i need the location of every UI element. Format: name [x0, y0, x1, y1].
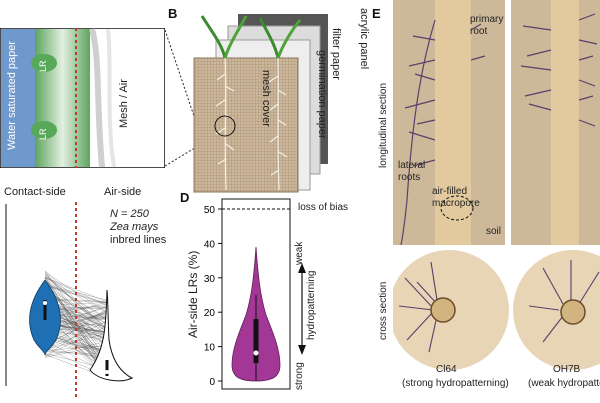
zoom-circle — [214, 115, 236, 137]
line1-name: Cl64 — [436, 364, 457, 375]
panel-e-images — [393, 0, 600, 370]
pair-line — [44, 280, 108, 336]
panel-d-violin-chart: 0 10 20 30 40 50 — [204, 198, 306, 390]
pair-line — [44, 280, 108, 373]
weak-label: weak — [294, 241, 305, 265]
y-tick-label: 20 — [204, 308, 216, 319]
air-median — [105, 370, 109, 374]
contact-box — [43, 300, 47, 320]
lateral-roots-label: lateral roots — [398, 160, 426, 183]
y-tick-label: 50 — [204, 205, 216, 216]
y-ticks: 0 10 20 30 40 50 — [204, 205, 222, 388]
primary-root-label: primary root — [470, 14, 504, 37]
filter-label: filter paper — [330, 28, 342, 80]
line1-desc: (strong hydropatterning) — [402, 378, 509, 389]
mesh-air-label: Mesh / Air — [118, 79, 130, 128]
air-side-label: Air-side — [104, 186, 142, 198]
y-tick-label: 40 — [204, 239, 216, 250]
zoom-lines — [164, 29, 199, 167]
plot-frame — [221, 198, 291, 390]
cross-roots-oh7b — [528, 260, 600, 343]
cross-section-label: cross section — [378, 281, 389, 340]
cross-roots-cl64 — [398, 261, 438, 353]
lateral-roots-cl64 — [400, 19, 486, 246]
panel-b-letter: B — [168, 6, 178, 21]
pair-line — [44, 344, 108, 358]
loss-of-bias-label: loss of bias — [298, 202, 349, 213]
lr-label-top: LR — [38, 60, 48, 72]
pair-line — [44, 277, 108, 306]
germination-label: germination paper — [316, 50, 328, 139]
panel-d-ylabel: Air-side LRs (%) — [186, 250, 200, 338]
paired-violin-plot — [5, 200, 134, 400]
root-section-cl64 — [430, 297, 456, 323]
line2-name: OH7B — [553, 364, 581, 375]
inbred-lines-label: inbred lines — [110, 234, 167, 246]
y-tick-label: 0 — [209, 377, 215, 388]
water-paper-label: Water saturated paper — [6, 40, 18, 150]
panel-b-illustration — [193, 14, 328, 193]
lr-label-bottom: LR — [38, 128, 48, 140]
pair-line — [44, 273, 108, 332]
mesh-cover — [193, 57, 299, 193]
contact-side-label: Contact-side — [4, 186, 66, 198]
macropore-label: air-filled macropore — [432, 186, 480, 209]
primary-root-oh7b — [551, 0, 579, 245]
y-tick-label: 10 — [204, 343, 216, 354]
lateral-root-top — [31, 54, 57, 72]
lateral-roots-oh7b — [520, 13, 598, 127]
contact-median — [43, 301, 47, 305]
pair-line — [44, 277, 108, 314]
strong-label: strong — [294, 362, 305, 390]
hydropatterning-label: hydropatterning — [306, 270, 317, 341]
d-median — [253, 350, 259, 356]
lateral-root-bottom — [31, 121, 57, 139]
soil-label: soil — [486, 226, 502, 237]
air-box — [105, 360, 109, 376]
macropore-outline — [440, 195, 474, 221]
panel-e-letter: E — [372, 6, 381, 21]
root-section-oh7b — [560, 299, 586, 325]
species-label: Zea mays — [110, 221, 159, 233]
mesh-cover-label: mesh cover — [260, 70, 272, 127]
acrylic-label: acrylic panel — [358, 8, 370, 70]
primary-root-cl64 — [435, 0, 471, 245]
y-tick-label: 30 — [204, 274, 216, 285]
primary-root-band — [35, 29, 90, 167]
line2-desc: (weak hydropatte — [528, 378, 600, 389]
n-label: N = 250 — [110, 208, 149, 220]
long-section-label: longitudinal section — [378, 82, 389, 168]
water-paper-zone — [1, 29, 35, 167]
air-violin — [89, 289, 134, 382]
contact-inset-image — [0, 28, 165, 168]
panel-d-letter: D — [180, 190, 190, 205]
seedlings-sketch — [200, 15, 302, 59]
